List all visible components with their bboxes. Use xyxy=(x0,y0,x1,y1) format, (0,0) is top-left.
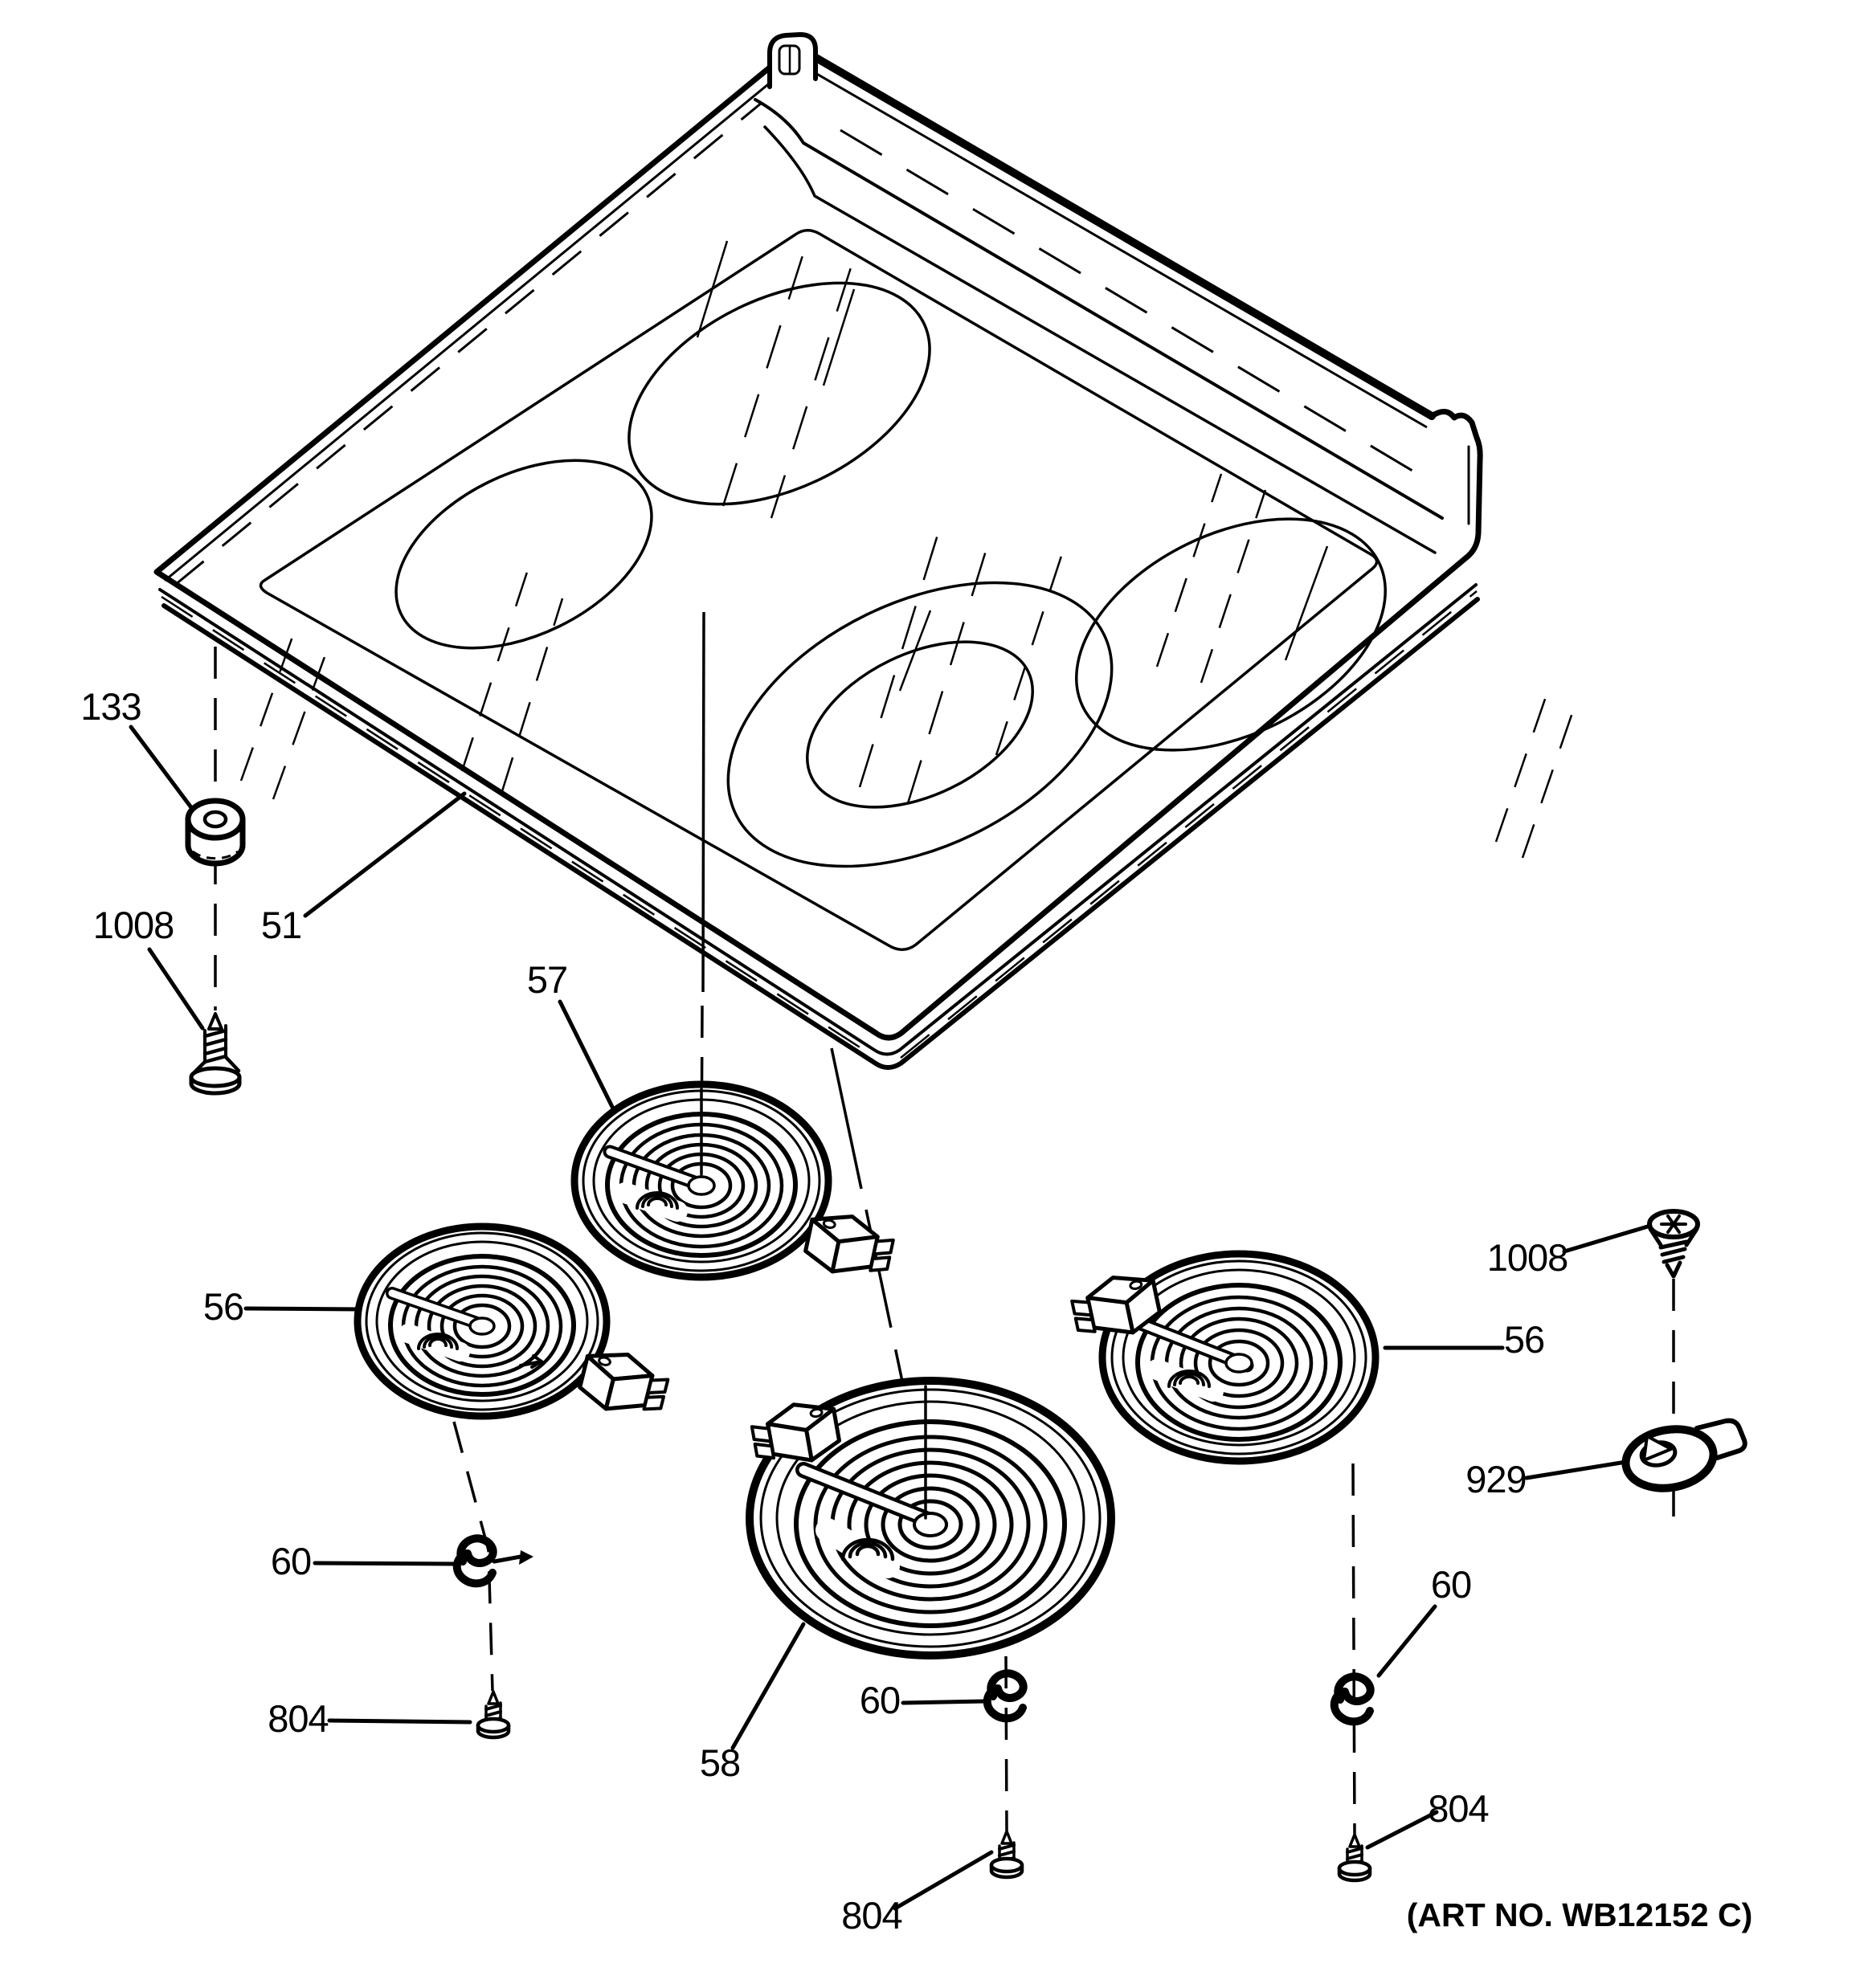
screw-1008-right xyxy=(1647,1209,1700,1279)
lock-clip-929 xyxy=(1621,1418,1747,1492)
backsplash-end-bracket xyxy=(767,32,818,89)
surface-element-58 xyxy=(746,1377,1115,1659)
leader-929 xyxy=(1524,1459,1629,1480)
grommet-133 xyxy=(185,798,246,867)
surface-element-57 xyxy=(570,1080,897,1283)
screw-1008-left xyxy=(189,1012,242,1096)
burner-outlines xyxy=(394,281,1387,868)
surface-element-56-left xyxy=(354,1223,672,1422)
part-label-60-right: 60 xyxy=(1431,1563,1471,1606)
clip-60-left xyxy=(457,1538,533,1583)
leader-804-left xyxy=(327,1718,472,1725)
leader-1008-right xyxy=(1562,1223,1653,1254)
part-label-56-left: 56 xyxy=(203,1285,243,1328)
part-label-58: 58 xyxy=(700,1741,740,1784)
clip-60-right xyxy=(1335,1676,1371,1721)
screw-804-left xyxy=(478,1692,509,1737)
part-label-60-center: 60 xyxy=(860,1679,900,1721)
part-label-804-right: 804 xyxy=(1428,1787,1488,1830)
cooktop-assembly-51 xyxy=(153,32,1579,1070)
part-label-804-center: 804 xyxy=(841,1894,901,1937)
part-label-804-left: 804 xyxy=(268,1697,328,1740)
surface-element-56-right xyxy=(1069,1250,1380,1465)
part-label-60-left: 60 xyxy=(271,1540,311,1582)
part-label-56-right: 56 xyxy=(1504,1318,1544,1361)
leader-60-center xyxy=(901,1699,987,1705)
leader-58 xyxy=(730,1622,806,1750)
leader-133 xyxy=(129,725,195,812)
leader-56-left xyxy=(243,1306,362,1312)
part-label-51: 51 xyxy=(261,904,301,946)
leader-51 xyxy=(303,791,467,918)
element-57-connector xyxy=(803,1209,897,1283)
part-labels: 133 1008 51 57 56 60 804 58 60 804 60 80… xyxy=(80,685,1568,1937)
part-label-57: 57 xyxy=(527,958,567,1001)
leader-60-right xyxy=(1376,1604,1437,1678)
leader-lines xyxy=(129,725,1653,1911)
element-56-left-connector xyxy=(576,1345,671,1422)
glass-shine-marks xyxy=(239,240,1579,859)
screw-804-right xyxy=(1339,1835,1370,1880)
part-label-133: 133 xyxy=(80,685,141,728)
leader-804-right xyxy=(1365,1810,1439,1850)
leader-60-left xyxy=(313,1561,459,1566)
leader-804-center xyxy=(893,1850,994,1911)
leader-1008-left xyxy=(147,947,205,1031)
part-label-1008-right: 1008 xyxy=(1487,1236,1568,1279)
part-label-1008-left: 1008 xyxy=(93,904,174,946)
part-label-929: 929 xyxy=(1465,1458,1526,1500)
art-number: (ART NO. WB12152 C) xyxy=(1407,1896,1753,1933)
screw-804-center xyxy=(991,1831,1022,1877)
leader-57 xyxy=(558,999,615,1109)
